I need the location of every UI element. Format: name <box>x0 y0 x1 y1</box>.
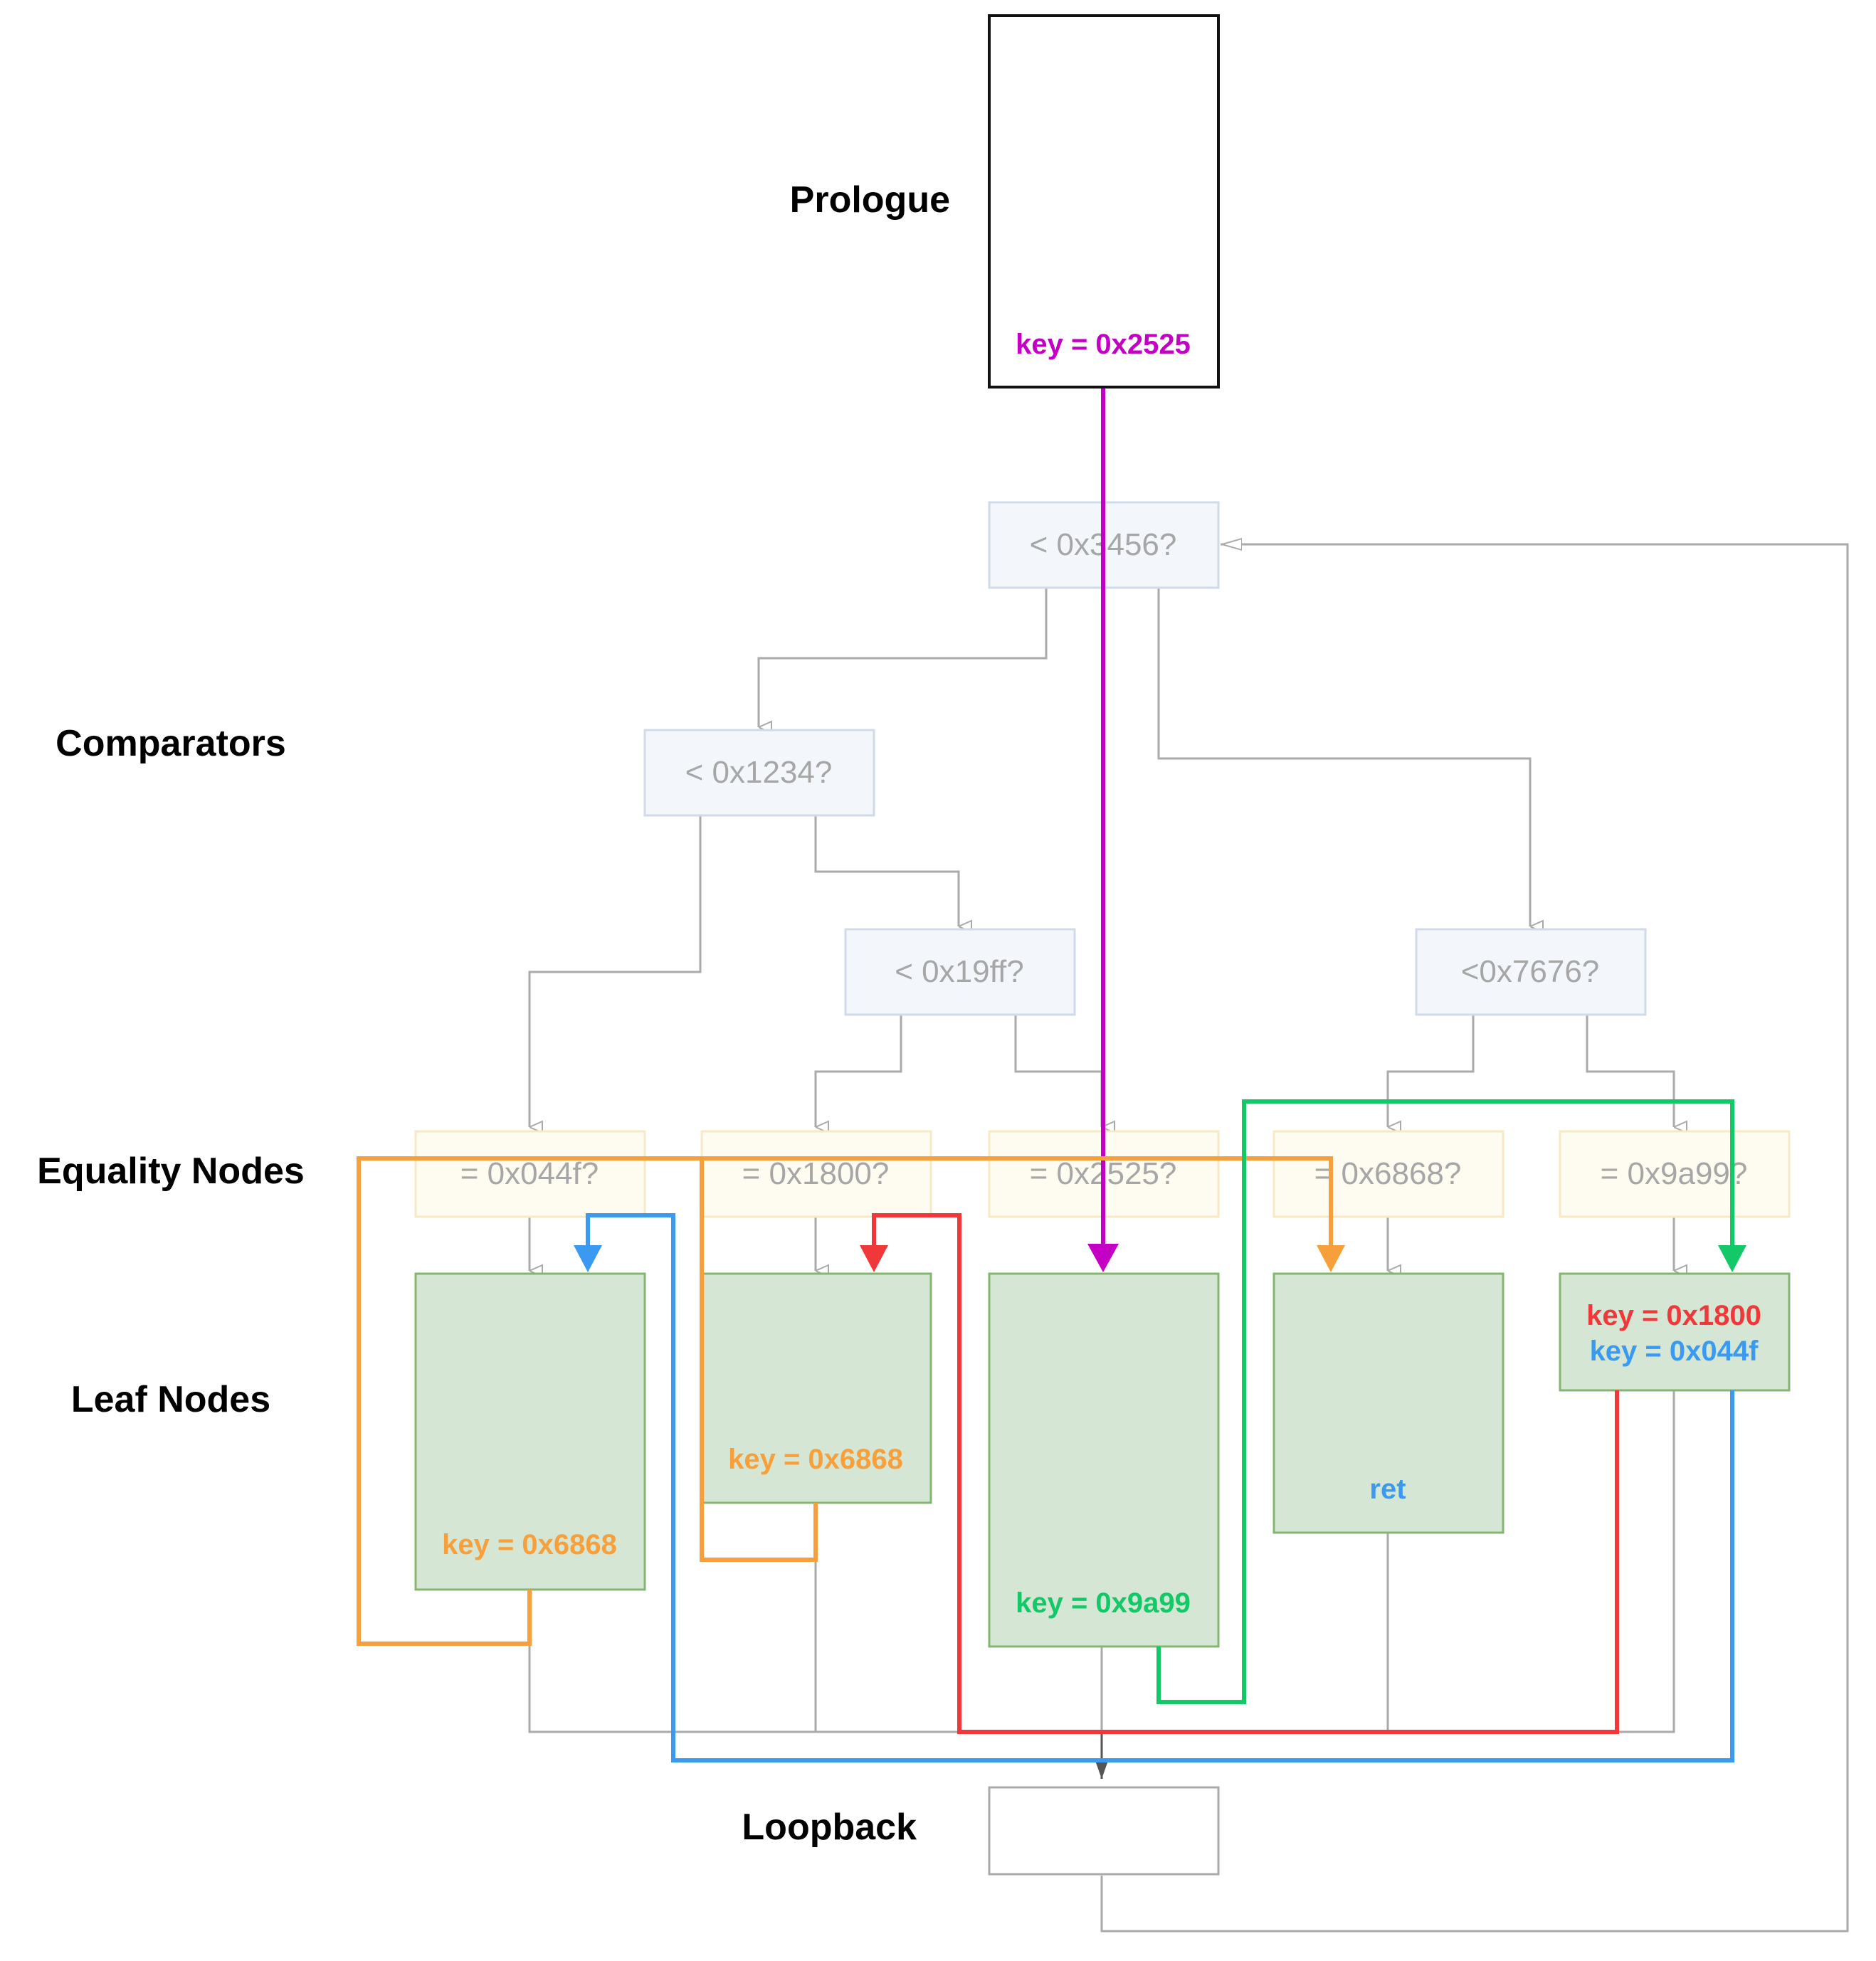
equality-nodes-label: Equality Nodes <box>37 1151 305 1192</box>
equality-node-4-text: = 0x6868? <box>1314 1156 1462 1191</box>
prologue-box <box>988 14 1220 388</box>
arrow-red <box>860 1245 888 1272</box>
leaf-node-1-box <box>414 1272 646 1591</box>
path-blue <box>586 1213 1734 1762</box>
loopback-box <box>988 1786 1220 1876</box>
comparators-label: Comparators <box>56 723 286 764</box>
comparator-leftright-text: < 0x19ff? <box>895 954 1023 989</box>
equality-node-2-box <box>700 1130 932 1218</box>
comparator-leftright-box <box>844 928 1076 1016</box>
equality-node-2-text: = 0x1800? <box>742 1156 890 1191</box>
leaf-nodes-label: Leaf Nodes <box>71 1379 270 1420</box>
leaf-node-5-box <box>1559 1272 1791 1392</box>
edge-leftright-to-eq3 <box>1014 1015 1102 1127</box>
path-orange-leaf1 <box>357 1156 1333 1646</box>
comparator-right-text: <0x7676? <box>1461 954 1600 989</box>
leaf-node-3-box <box>988 1272 1220 1648</box>
path-green <box>1156 1099 1734 1704</box>
leaf-node-5-key-a: key = 0x1800 <box>1586 1300 1761 1331</box>
equality-node-5-box <box>1559 1130 1791 1218</box>
arrow-magenta <box>1087 1244 1119 1272</box>
leaf-node-4-ret: ret <box>1369 1474 1406 1505</box>
comparator-left-box <box>643 729 875 817</box>
edge-root-to-left <box>757 588 1048 727</box>
arrow-blue <box>574 1245 602 1272</box>
leaf-node-2-key: key = 0x6868 <box>728 1444 903 1475</box>
gray-connectors <box>528 544 1849 1933</box>
loopback-label: Loopback <box>742 1807 917 1848</box>
equality-node-1-text: = 0x044f? <box>460 1156 599 1191</box>
edge-loopback-to-root <box>1100 544 1849 1933</box>
leaf-node-3-key: key = 0x9a99 <box>1016 1587 1191 1619</box>
path-orange-leaf2 <box>700 1158 818 1562</box>
colored-paths <box>357 388 1746 1762</box>
leaf-node-1-key: key = 0x6868 <box>442 1529 617 1560</box>
arrow-orange <box>1317 1245 1345 1272</box>
edge-right-to-eq5 <box>1586 1015 1674 1127</box>
path-red <box>872 1213 1619 1734</box>
arrow-green <box>1718 1245 1746 1272</box>
leaf-node-5-key-b: key = 0x044f <box>1590 1336 1759 1367</box>
equality-node-4-box <box>1272 1130 1505 1218</box>
leaf-node-4-box <box>1272 1272 1505 1534</box>
edge-left-to-eq1 <box>528 815 702 1127</box>
equality-node-1-box <box>414 1130 646 1218</box>
comparator-right-box <box>1415 928 1647 1016</box>
edge-right-to-eq4 <box>1386 1015 1475 1127</box>
prologue-label: Prologue <box>790 179 950 221</box>
edge-leftright-to-eq2 <box>814 1015 902 1127</box>
equality-node-5-text: = 0x9a99? <box>1601 1156 1748 1191</box>
edge-left-to-leftright <box>814 815 959 926</box>
comparator-left-text: < 0x1234? <box>685 755 833 790</box>
edge-root-to-right <box>1157 588 1530 926</box>
prologue-key: key = 0x2525 <box>1016 329 1191 360</box>
